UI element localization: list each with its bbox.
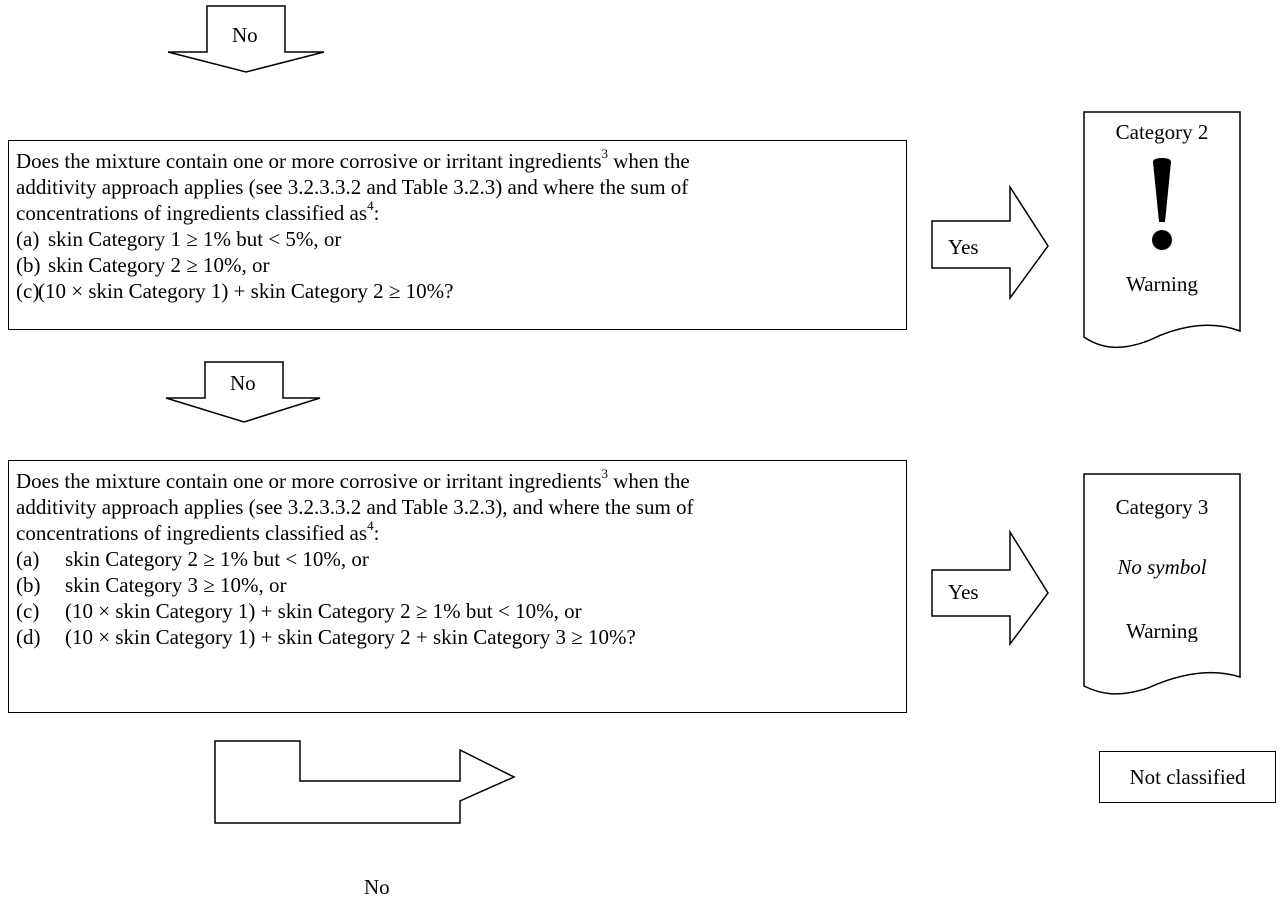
question-2-box: Does the mixture contain one or more cor… — [8, 460, 907, 713]
question-2-item-b: (b)skin Category 3 ≥ 10%, or — [16, 573, 287, 597]
result-2-no-symbol: No symbol — [1117, 555, 1207, 579]
question-2-line-1: Does the mixture contain one or more cor… — [16, 466, 690, 493]
question-1-line-1: Does the mixture contain one or more cor… — [16, 146, 690, 173]
question-2-item-d: (d)(10 × skin Category 1) + skin Categor… — [16, 625, 636, 649]
question-1-box: Does the mixture contain one or more cor… — [8, 140, 907, 330]
result-2-category: Category 3 — [1115, 495, 1209, 519]
question-1-item-b: (b)skin Category 2 ≥ 10%, or — [16, 253, 270, 277]
no-arrow-bottom-label: No — [364, 875, 390, 899]
question-2-item-c: (c)(10 × skin Category 1) + skin Categor… — [16, 599, 582, 623]
question-1-item-c: (c)(10 × skin Category 1) + skin Categor… — [16, 279, 454, 303]
question-2-item-a: (a)skin Category 2 ≥ 1% but < 10%, or — [16, 547, 369, 571]
no-arrow-top-label: No — [232, 23, 258, 47]
question-2-line-2: additivity approach applies (see 3.2.3.3… — [16, 495, 694, 519]
not-classified-box: Not classified — [1099, 751, 1276, 803]
yes-arrow-2-label: Yes — [948, 580, 979, 604]
result-2-signal-word: Warning — [1126, 619, 1198, 642]
exclamation-icon — [1152, 158, 1172, 250]
question-1-item-a: (a)skin Category 1 ≥ 1% but < 5%, or — [16, 227, 342, 251]
question-2-line-3: concentrations of ingredients classified… — [16, 518, 380, 545]
result-1-signal-word: Warning — [1126, 272, 1198, 296]
question-1-line-3: concentrations of ingredients classified… — [16, 198, 380, 225]
yes-arrow-1-label: Yes — [948, 235, 979, 259]
result-1-category: Category 2 — [1115, 120, 1209, 144]
no-arrow-mid-label: No — [230, 371, 256, 395]
question-1-line-2: additivity approach applies (see 3.2.3.3… — [16, 175, 689, 199]
